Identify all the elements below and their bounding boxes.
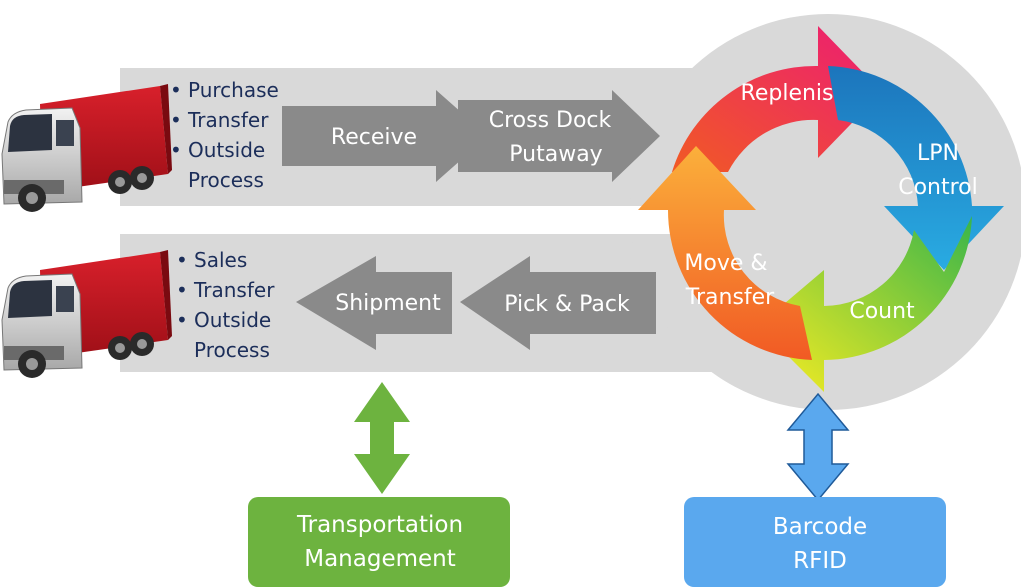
receive-label: Receive [331,125,417,150]
pick-pack-label: Pick & Pack [504,292,630,317]
inbound-flow: Receive Cross Dock Putaway [282,90,660,182]
transport-line2: Management [304,546,456,572]
outbound-dest-outside: Outside [194,308,271,332]
lpn-control-segment [828,66,1004,270]
inbound-source-outside: Outside [188,138,265,162]
inbound-source-transfer: Transfer [187,108,269,132]
move-transfer-segment [638,146,812,360]
crossdock-label: Cross Dock [489,108,612,133]
inbound-source-process: Process [188,168,264,192]
outbound-bullet-dot: • [176,248,188,272]
band-gap [560,206,670,234]
shipment-label: Shipment [335,291,441,316]
move-transfer-label: Transfer [685,285,775,310]
crossdock-putaway-arrow [458,90,660,182]
count-label: Count [849,299,915,324]
inbound-source-purchase: Purchase [188,78,279,102]
receive-arrow [282,90,488,182]
shipment-arrow [296,256,452,350]
transport-line1: Transportation [296,512,463,538]
replenish-segment [672,26,882,172]
pick-pack-arrow [460,256,656,350]
control-label: Control [898,175,978,200]
transport-link-double-arrow-icon [354,382,410,494]
outbound-bullet-dot: • [176,308,188,332]
transportation-management-box: Transportation Management [248,497,510,587]
outbound-truck-icon [1,250,172,378]
barcode-line1: Barcode [773,514,867,540]
barcode-link-double-arrow-icon [786,392,850,502]
outbound-dest-process: Process [194,338,270,362]
replenish-label: Replenish [741,81,848,106]
inbound-bullet-dot: • [170,138,182,162]
lpn-label: LPN [917,141,959,166]
inbound-bullet-dot: • [170,108,182,132]
inbound-truck-icon [1,84,172,212]
outbound-dest-sales: Sales [194,248,247,272]
outbound-bullet-dot: • [176,278,188,302]
putaway-label: Putaway [509,142,602,167]
barcode-rfid-box: Barcode RFID [684,497,946,587]
outbound-flow: Shipment Pick & Pack [296,256,656,350]
warehouse-cycle: Replenish LPN Control Count Move & Trans… [638,26,1004,392]
inbound-bullet-dot: • [170,78,182,102]
outbound-dest-transfer: Transfer [193,278,275,302]
inbound-source-list: • Purchase • Transfer • Outside Process [170,78,279,192]
barcode-line2: RFID [793,548,847,574]
count-segment [758,216,972,392]
outbound-destination-list: • Sales • Transfer • Outside Process [176,248,275,362]
move-label: Move & [684,251,767,276]
